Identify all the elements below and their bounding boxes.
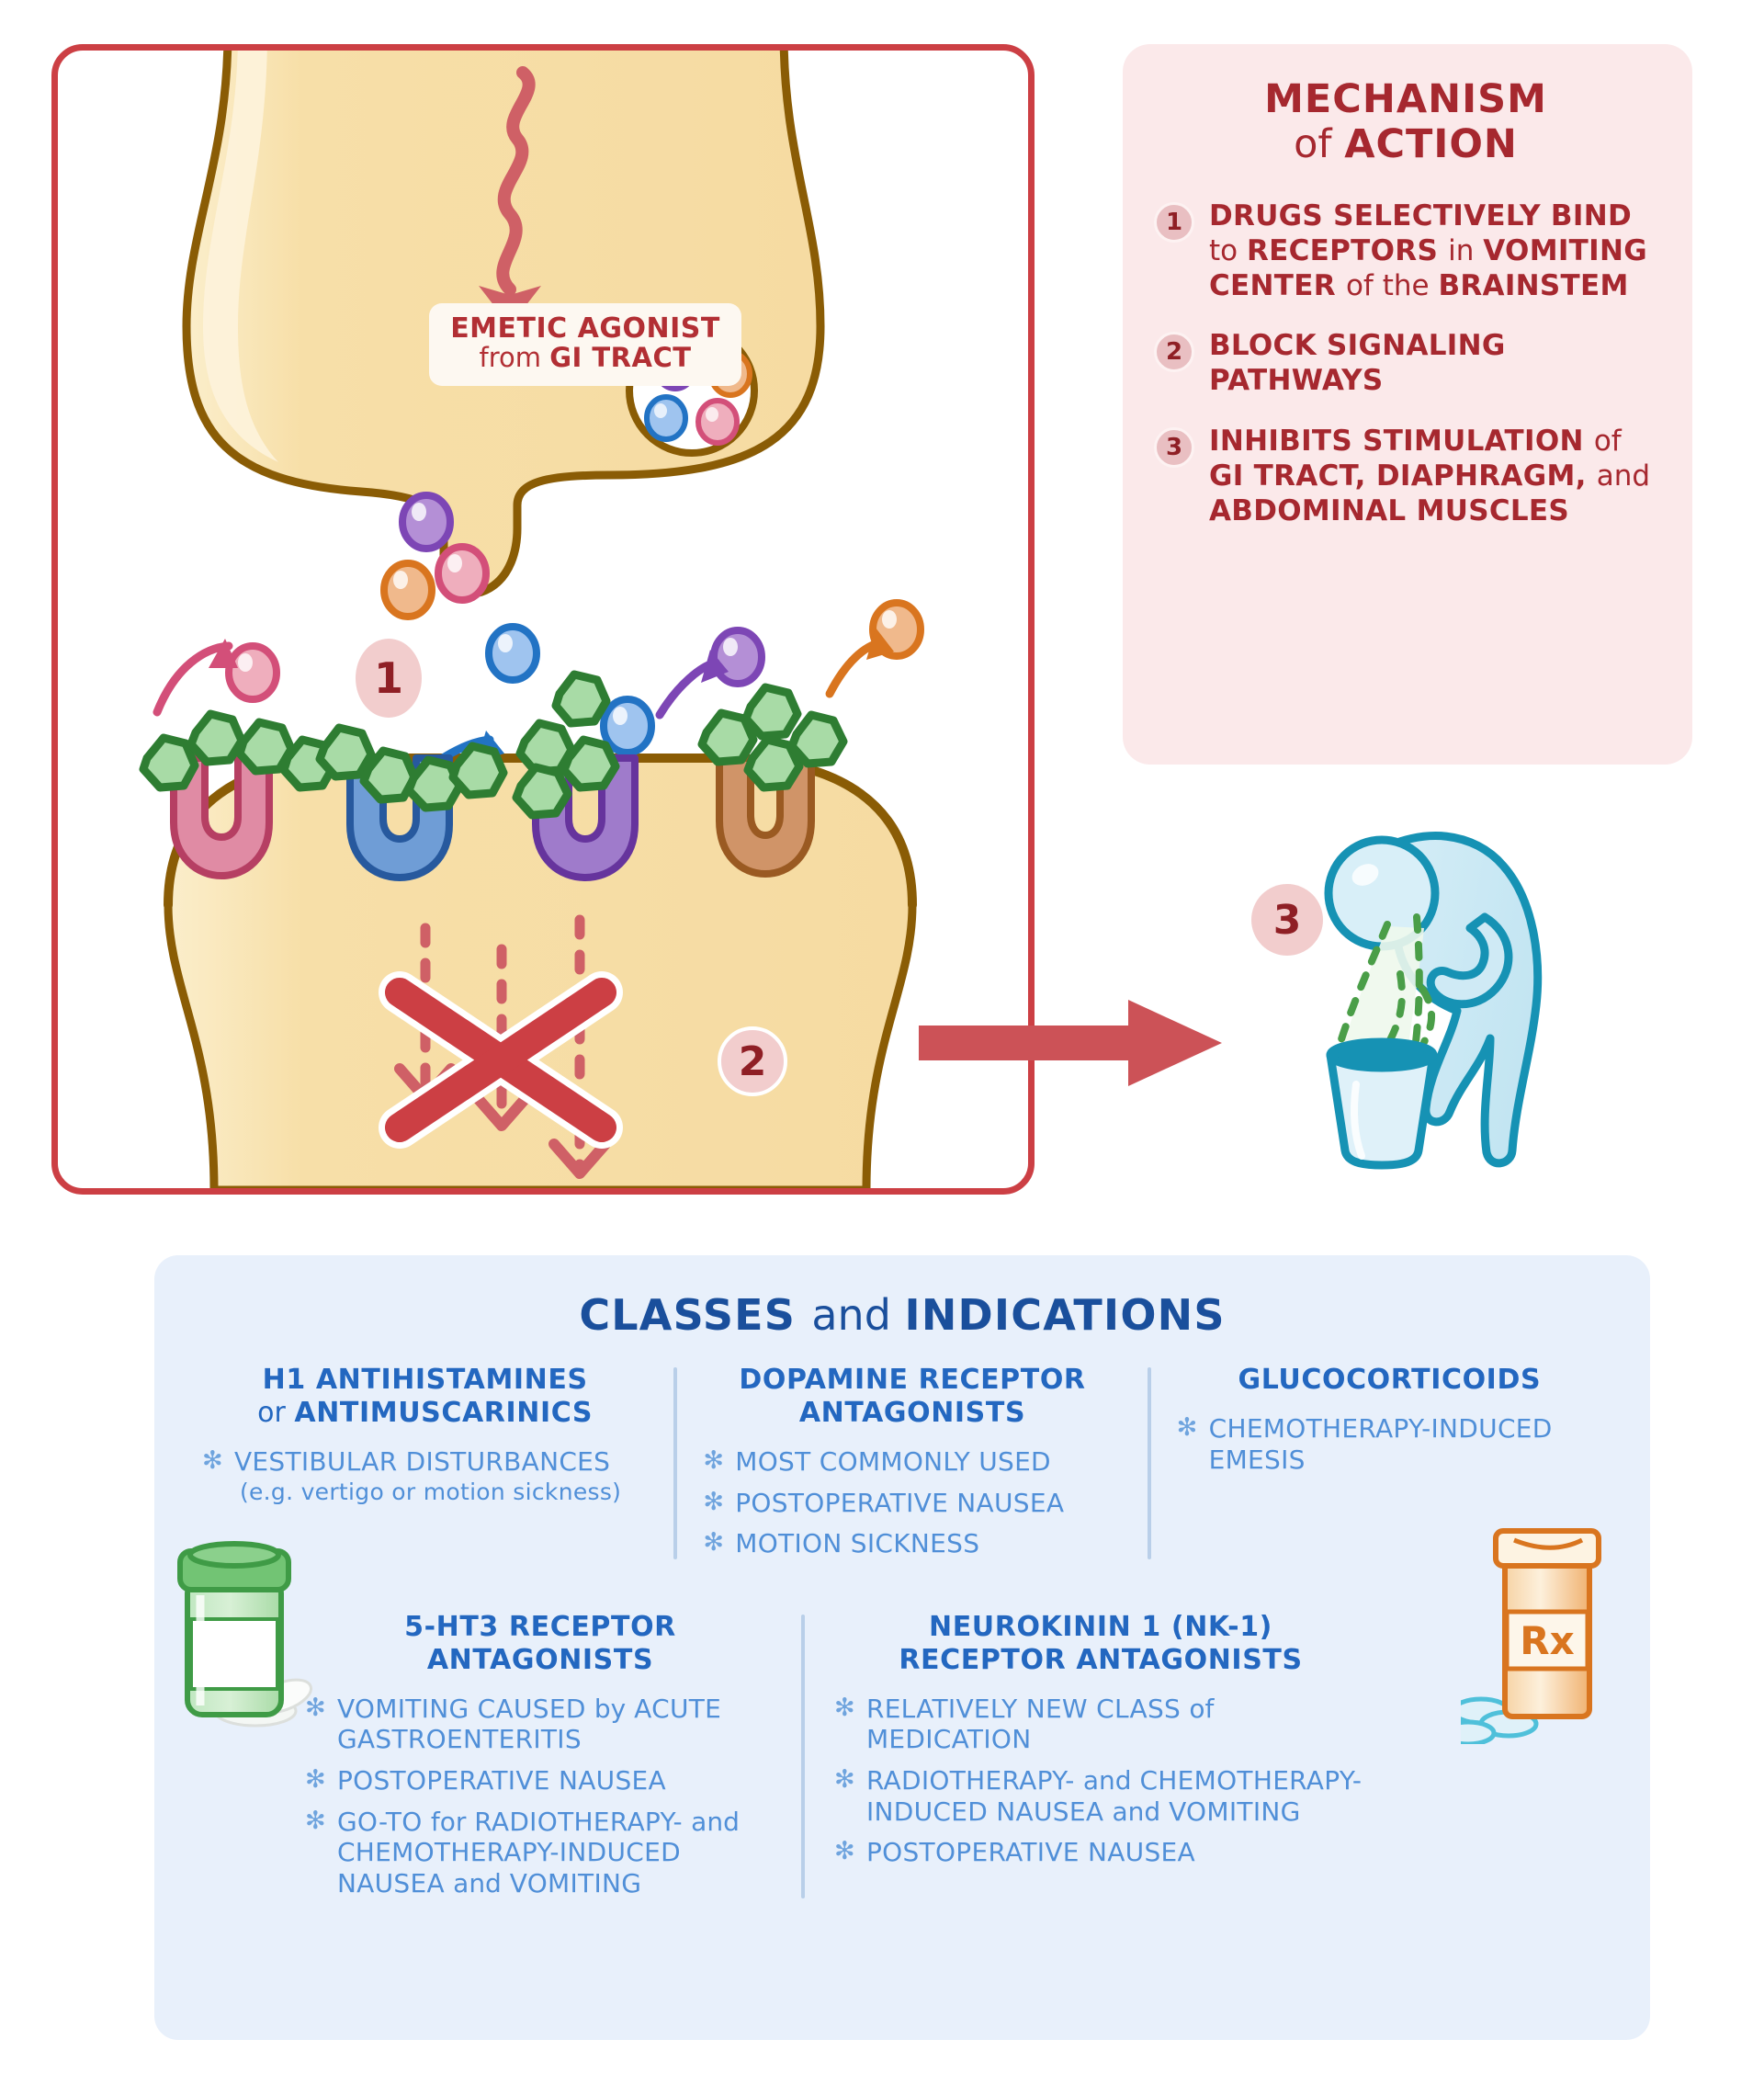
moa-step-text: BLOCK SIGNALING PATHWAYS (1209, 329, 1506, 398)
indication-item: ✻ RELATIVELY NEW CLASS of MEDICATION (834, 1694, 1367, 1755)
column-divider (801, 1614, 805, 1899)
emetic-agonist-arrow (496, 66, 536, 296)
step-badge-2: 2 (718, 1026, 787, 1096)
asterisk-bullet-icon: ✻ (305, 1806, 326, 1835)
indication-text: GO-TO for RADIOTHERAPY- and CHEMOTHERAPY… (336, 1806, 740, 1898)
indication-text: CHEMOTHERAPY-INDUCED EMESIS (1208, 1413, 1553, 1475)
classes-title-and: and (811, 1290, 905, 1340)
indication-text: MOST COMMONLY USED (735, 1446, 1051, 1477)
asterisk-bullet-icon: ✻ (834, 1837, 855, 1866)
moa-step-3: 3 INHIBITS STIMULATION of GI TRACT, DIAPH… (1154, 425, 1665, 528)
moa-step-2: 2 BLOCK SIGNALING PATHWAYS (1154, 329, 1665, 399)
moa-title-line2: ACTION (1344, 121, 1518, 168)
column-divider (673, 1367, 678, 1559)
indication-item: ✻ POSTOPERATIVE NAUSEA (834, 1837, 1367, 1868)
indication-item: ✻ VOMITING CAUSED by ACUTE GASTROENTERITI… (305, 1694, 775, 1755)
step-badge-3: 3 (1251, 884, 1323, 956)
moa-title-line1: MECHANISM (1264, 76, 1547, 122)
neuron-diagram-panel: EMETIC AGONIST from GI TRACT 1 2 (51, 44, 1035, 1195)
indication-item: ✻ POSTOPERATIVE NAUSEA (305, 1765, 775, 1796)
classes-title-line1: CLASSES (579, 1290, 812, 1340)
asterisk-bullet-icon: ✻ (305, 1693, 326, 1722)
neuron-illustration (139, 51, 924, 1188)
indication-item: ✻ RADIOTHERAPY- and CHEMOTHERAPY-INDUCED … (834, 1765, 1367, 1827)
classes-title: CLASSES and INDICATIONS (186, 1290, 1619, 1340)
moa-step-text: INHIBITS STIMULATION of GI TRACT, DIAPHR… (1209, 424, 1651, 527)
flow-arrow-right-icon (919, 1000, 1222, 1086)
moa-step-list: 1 DRUGS SELECTIVELY BIND to RECEPTORS in … (1147, 199, 1665, 529)
indication-list-h1-antihistamines: ✻ VESTIBULAR DISTURBANCES(e.g. vertigo or… (202, 1446, 648, 1506)
drug-molecule-2 (315, 723, 508, 812)
emetic-agonist-label: EMETIC AGONIST from GI TRACT (429, 303, 741, 386)
asterisk-bullet-icon: ✻ (703, 1528, 725, 1558)
indication-item: ✻ CHEMOTHERAPY-INDUCED EMESIS (1177, 1413, 1602, 1475)
indication-item: ✻ GO-TO for RADIOTHERAPY- and CHEMOTHERAP… (305, 1807, 775, 1899)
asterisk-bullet-icon: ✻ (834, 1764, 855, 1794)
indication-text: POSTOPERATIVE NAUSEA (336, 1764, 666, 1796)
indication-list-dopamine-receptor-antagonists: ✻ MOST COMMONLY USED ✻ POSTOPERATIVE NAUSEA… (703, 1446, 1121, 1559)
indication-item: ✻ MOTION SICKNESS (703, 1528, 1121, 1559)
moa-title-of: of (1294, 121, 1345, 168)
drug-molecule-3 (512, 670, 620, 820)
asterisk-bullet-icon: ✻ (703, 1487, 725, 1516)
indication-text: VESTIBULAR DISTURBANCES(e.g. vertigo or … (234, 1446, 648, 1506)
rx-label: Rx (1520, 1618, 1574, 1663)
moa-step-number: 2 (1154, 332, 1194, 373)
pill-bottle-green-icon (177, 1541, 313, 1728)
class-title-nk1-receptor-antagonists: NEUROKININ 1 (NK-1)RECEPTOR ANTAGONISTS (899, 1610, 1303, 1676)
drug-molecule-1 (139, 709, 338, 792)
step-badge-1: 1 (356, 639, 422, 718)
moa-step-text: DRUGS SELECTIVELY BIND to RECEPTORS in V… (1209, 198, 1647, 302)
vomiting-person-illustration (1324, 832, 1543, 1170)
asterisk-bullet-icon: ✻ (703, 1446, 725, 1475)
emetic-label-line1: EMETIC AGONIST (450, 312, 720, 345)
drug-molecule-4 (697, 683, 848, 792)
indication-text: RADIOTHERAPY- and CHEMOTHERAPY-INDUCED N… (865, 1764, 1363, 1827)
indication-text: VOMITING CAUSED by ACUTE GASTROENTERITIS (336, 1693, 722, 1755)
moa-step-number: 3 (1154, 426, 1194, 468)
class-column-glucocorticoids: GLUCOCORTICOIDS ✻ CHEMOTHERAPY-INDUCED EME… (1160, 1364, 1619, 1559)
moa-step-1: 1 DRUGS SELECTIVELY BIND to RECEPTORS in … (1154, 199, 1665, 303)
indication-list-glucocorticoids: ✻ CHEMOTHERAPY-INDUCED EMESIS (1177, 1413, 1602, 1475)
receptor-h1-pink (170, 754, 273, 879)
asterisk-bullet-icon: ✻ (834, 1693, 855, 1722)
indication-list-nk1-receptor-antagonists: ✻ RELATIVELY NEW CLASS of MEDICATION ✻ RADI… (834, 1694, 1367, 1868)
neurotransmitters-in-cleft (225, 492, 924, 756)
moa-step-number: 1 (1154, 201, 1194, 243)
indication-text: RELATIVELY NEW CLASS of MEDICATION (865, 1693, 1215, 1755)
classes-and-indications-panel: CLASSES and INDICATIONS H1 ANTIHISTAMINE… (154, 1255, 1650, 2040)
indication-text: MOTION SICKNESS (735, 1528, 980, 1559)
indication-text: POSTOPERATIVE NAUSEA (735, 1487, 1065, 1518)
class-title-glucocorticoids: GLUCOCORTICOIDS (1238, 1364, 1542, 1396)
indication-item: ✻ VESTIBULAR DISTURBANCES(e.g. vertigo or… (202, 1446, 648, 1506)
rx-pill-bottle-icon: Rx (1461, 1528, 1601, 1744)
vomit-stream (1334, 913, 1436, 1059)
indication-text: POSTOPERATIVE NAUSEA (865, 1837, 1195, 1868)
moa-title: MECHANISM of ACTION (1147, 76, 1665, 168)
column-divider (1147, 1367, 1151, 1559)
block-x-icon (379, 971, 623, 1149)
indication-item: ✻ MOST COMMONLY USED (703, 1446, 1121, 1478)
mechanism-of-action-panel: MECHANISM of ACTION 1 DRUGS SELECTIVELY B… (1123, 44, 1692, 765)
indication-subnote: (e.g. vertigo or motion sickness) (239, 1478, 622, 1505)
asterisk-bullet-icon: ✻ (202, 1446, 223, 1475)
indication-item: ✻ POSTOPERATIVE NAUSEA (703, 1488, 1121, 1519)
indication-list-5ht3-receptor-antagonists: ✻ VOMITING CAUSED by ACUTE GASTROENTERITI… (305, 1694, 775, 1899)
emetic-label-line2: from GI TRACT (479, 342, 692, 374)
classes-title-line2: INDICATIONS (904, 1290, 1226, 1340)
asterisk-bullet-icon: ✻ (305, 1764, 326, 1794)
asterisk-bullet-icon: ✻ (1176, 1413, 1198, 1442)
class-column-nk1-receptor-antagonists: NEUROKININ 1 (NK-1)RECEPTOR ANTAGONISTS ✻… (814, 1611, 1384, 1899)
